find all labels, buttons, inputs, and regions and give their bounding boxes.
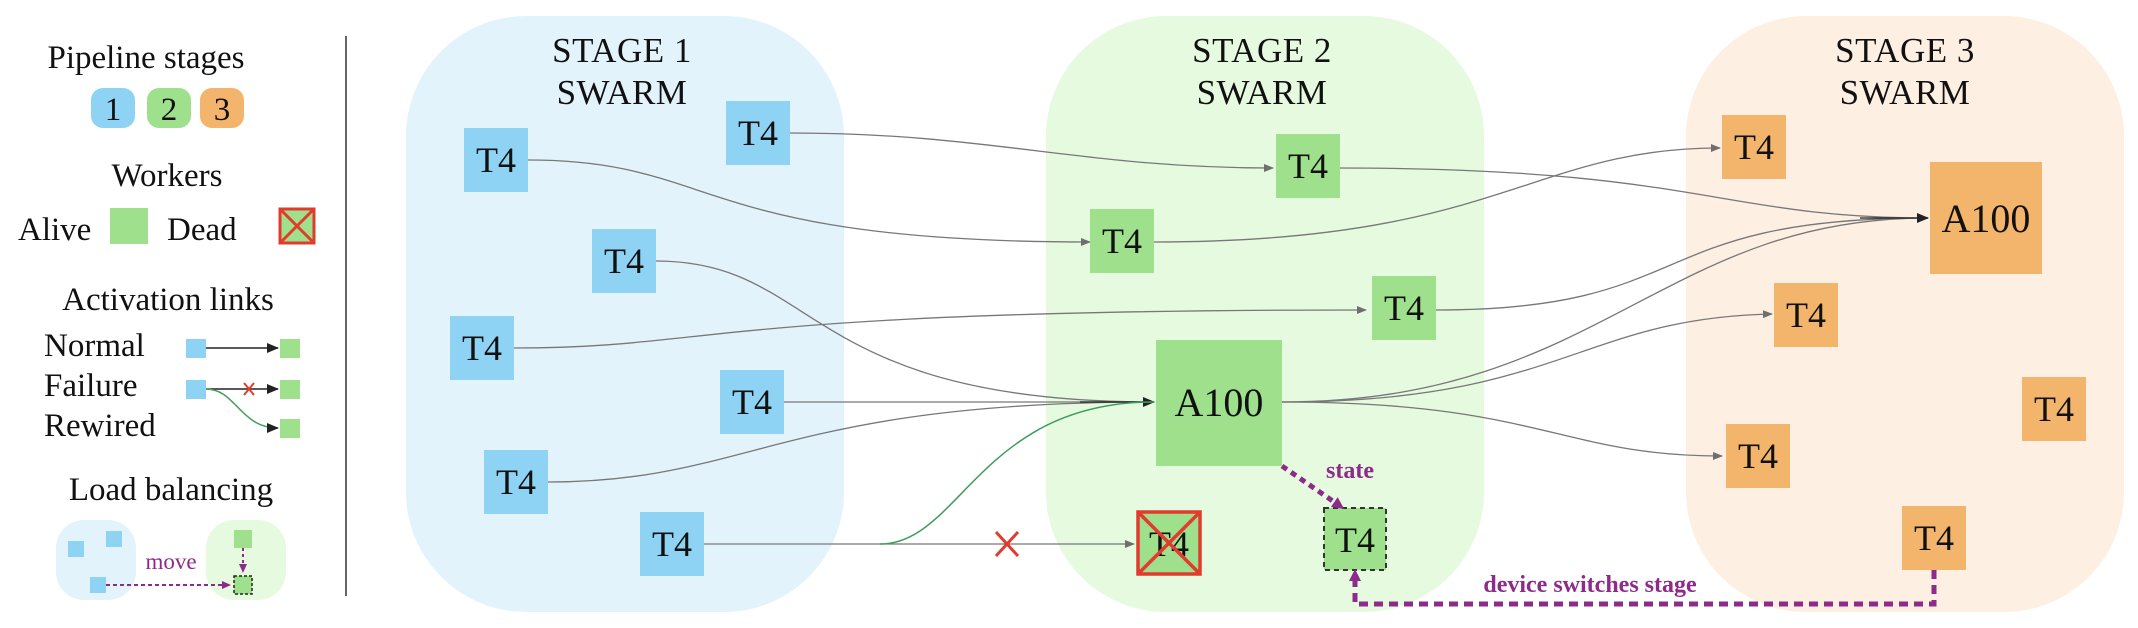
svg-text:T4: T4 xyxy=(1738,436,1778,476)
stage1-worker-t4: T4 xyxy=(464,128,528,192)
stage-badge-1: 1 xyxy=(91,88,135,128)
dead-label: Dead xyxy=(167,212,237,248)
stage-3-workers: T4 A100 T4 T4 T4 T4 xyxy=(1722,115,2086,570)
load-balance-stage2-blob xyxy=(206,520,286,600)
stage-2-subtitle: SWARM xyxy=(1197,73,1328,112)
svg-text:T4: T4 xyxy=(738,113,778,153)
stage-1-workers: T4 T4 T4 T4 T4 T4 T4 xyxy=(450,101,790,576)
normal-link-label: Normal xyxy=(44,328,145,364)
activation-link xyxy=(527,159,1091,246)
stage3-worker-a100: A100 xyxy=(1930,162,2042,274)
svg-text:T4: T4 xyxy=(496,462,536,502)
svg-text:T4: T4 xyxy=(1384,288,1424,328)
state-transfer-arrow xyxy=(1280,463,1345,509)
stage1-worker-t4: T4 xyxy=(484,450,548,514)
activation-links-stage2-to-stage3 xyxy=(1153,144,1929,460)
stage2-worker-t4: T4 xyxy=(1276,134,1340,198)
stage-2-swarm-region xyxy=(1046,16,1484,612)
load-balance-new-slot xyxy=(233,575,253,595)
load-balance-moving-worker xyxy=(90,577,106,593)
load-balance-worker xyxy=(106,531,122,547)
stage1-worker-t4: T4 xyxy=(720,370,784,434)
stage-2-workers: T4 T4 T4 A100 T4 T4 xyxy=(1090,134,1436,576)
svg-text:T4: T4 xyxy=(1288,146,1328,186)
stage2-worker-t4: T4 xyxy=(1372,276,1436,340)
legend-load-title: Load balancing xyxy=(69,472,273,508)
normal-link-target xyxy=(280,339,300,358)
rewired-link-target xyxy=(280,419,300,438)
alive-label: Alive xyxy=(18,212,91,248)
svg-text:3: 3 xyxy=(214,92,231,128)
stage-1-title: STAGE 1 xyxy=(552,31,692,70)
activation-link xyxy=(655,260,1155,403)
stage-3-title: STAGE 3 xyxy=(1835,31,1975,70)
svg-text:T4: T4 xyxy=(1102,221,1142,261)
legend: Pipeline stages 1 2 3 Workers Alive Dead… xyxy=(18,40,316,600)
svg-text:T4: T4 xyxy=(604,241,644,281)
activation-link xyxy=(1337,167,1929,219)
svg-text:T4: T4 xyxy=(462,328,502,368)
stage-3-subtitle: SWARM xyxy=(1840,73,1971,112)
failure-cross-icon xyxy=(994,530,1020,558)
stage1-worker-t4: T4 xyxy=(450,316,514,380)
svg-text:1: 1 xyxy=(105,92,122,128)
svg-text:T4: T4 xyxy=(2034,389,2074,429)
load-balance-worker xyxy=(234,530,252,548)
activation-link xyxy=(1153,144,1721,243)
stage3-worker-t4: T4 xyxy=(1774,283,1838,347)
failure-link-source xyxy=(186,380,206,399)
state-label: state xyxy=(1326,458,1374,484)
rewired-link-arrow xyxy=(205,388,279,433)
activation-link xyxy=(1435,217,1929,311)
stage1-worker-t4: T4 xyxy=(726,101,790,165)
svg-text:A100: A100 xyxy=(1942,196,2031,241)
svg-text:T4: T4 xyxy=(1335,520,1375,560)
activation-link xyxy=(1281,401,1723,460)
stage1-worker-t4: T4 xyxy=(592,229,656,293)
move-label: move xyxy=(145,549,196,574)
svg-text:2: 2 xyxy=(161,92,178,128)
activation-link xyxy=(1281,310,1773,403)
svg-text:T4: T4 xyxy=(476,140,516,180)
svg-text:T4: T4 xyxy=(1734,127,1774,167)
legend-links-title: Activation links xyxy=(62,282,274,318)
stage2-worker-a100: A100 xyxy=(1156,340,1282,466)
stage-1-subtitle: SWARM xyxy=(557,73,688,112)
rewired-activation-link xyxy=(879,401,1155,545)
alive-worker-swatch xyxy=(110,208,148,244)
svg-text:T4: T4 xyxy=(1914,518,1954,558)
failure-cross-icon xyxy=(243,382,255,396)
activation-links-stage1-to-stage2 xyxy=(513,132,1367,483)
rewired-link-label: Rewired xyxy=(44,408,156,444)
stage-badge-3: 3 xyxy=(200,88,244,128)
activation-link xyxy=(547,401,1155,483)
stage3-worker-t4: T4 xyxy=(1902,506,1966,570)
activation-link xyxy=(1281,217,1929,403)
device-switch-label: device switches stage xyxy=(1483,572,1697,598)
activation-link xyxy=(789,132,1274,172)
stage2-new-worker-t4: T4 xyxy=(1323,507,1387,571)
svg-text:T4: T4 xyxy=(732,382,772,422)
legend-workers-title: Workers xyxy=(112,158,223,194)
failure-link-target xyxy=(280,380,300,399)
legend-stages-title: Pipeline stages xyxy=(47,40,244,76)
device-switch-arrow xyxy=(1349,569,1937,607)
stage2-dead-worker-t4: T4 xyxy=(1136,510,1202,576)
stage1-worker-t4: T4 xyxy=(640,512,704,576)
failure-link-label: Failure xyxy=(44,368,137,404)
load-balance-worker xyxy=(68,541,84,557)
activation-link xyxy=(513,306,1367,349)
dead-worker-swatch xyxy=(278,207,316,245)
stage3-worker-t4: T4 xyxy=(1722,115,1786,179)
stage3-worker-t4: T4 xyxy=(1726,424,1790,488)
svg-text:T4: T4 xyxy=(1786,295,1826,335)
svg-text:T4: T4 xyxy=(652,524,692,564)
normal-link-source xyxy=(186,339,206,358)
stage3-worker-t4: T4 xyxy=(2022,377,2086,441)
svg-text:A100: A100 xyxy=(1175,380,1264,425)
stage-badge-2: 2 xyxy=(147,88,191,128)
stage-2-title: STAGE 2 xyxy=(1192,31,1332,70)
stage2-worker-t4: T4 xyxy=(1090,209,1154,273)
